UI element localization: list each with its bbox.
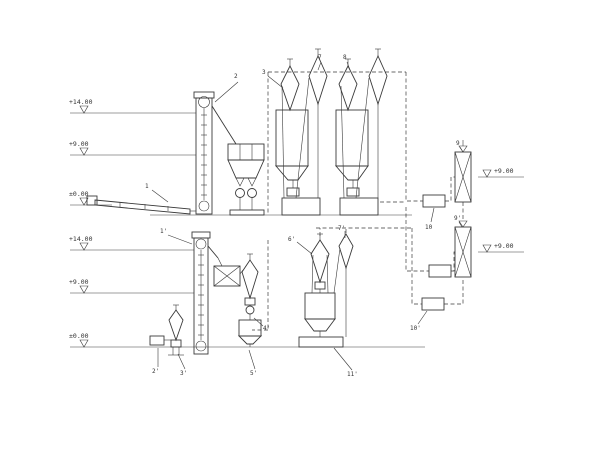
elevation-label: +9.00 — [494, 167, 514, 175]
small-cyclone-unit — [149, 304, 184, 356]
label-text: 1 — [145, 183, 149, 190]
elevation-marker: +9.00 — [482, 242, 514, 253]
equipment-label-7: 7 — [317, 54, 322, 71]
sifter-machine — [227, 143, 265, 216]
label-text: 10 — [425, 224, 433, 231]
label-text: 2 — [234, 73, 238, 80]
equipment-label-6p: 6' — [288, 236, 313, 255]
label-text: 2' — [152, 368, 159, 375]
fan-lower — [421, 297, 445, 311]
label-text: 7 — [318, 54, 322, 61]
label-text: 11' — [347, 371, 358, 378]
elevation-marker: +9.00 — [69, 278, 89, 294]
elevation-marker: +9.00 — [482, 167, 514, 178]
elevation-marker: ±0.00 — [69, 332, 89, 348]
equipment-label-7p: 7' — [338, 225, 346, 238]
equipment-label-1p: 1' — [160, 228, 193, 245]
elevation-label: ±0.00 — [69, 332, 89, 340]
intake-conveyor — [86, 195, 196, 215]
surge-bin — [237, 319, 263, 347]
cyclone-small — [239, 253, 259, 320]
label-text: 6' — [288, 236, 295, 243]
mixing-tank — [304, 254, 336, 337]
elevation-label: +14.00 — [69, 98, 93, 106]
elevation-marker: +14.00 — [69, 98, 93, 114]
sieve-box — [213, 257, 241, 287]
equipment-label-1: 1 — [145, 183, 169, 203]
label-text: 10' — [410, 325, 421, 332]
label-text: 5' — [250, 370, 257, 377]
cyclone-mid-left — [310, 233, 330, 293]
equipment-label-8: 8 — [343, 54, 351, 71]
packer-machine — [298, 336, 344, 348]
label-text: 4' — [263, 325, 270, 332]
equipment-label-4p: 4' — [253, 317, 270, 332]
label-text: 7' — [338, 225, 345, 232]
fan-upper — [422, 194, 446, 208]
equipment-label-10p: 10' — [410, 310, 428, 332]
separator-upper — [454, 140, 472, 221]
cyclone-mid-right — [333, 233, 354, 337]
elevation-label: +9.00 — [69, 140, 89, 148]
equipment-label-3: 3 — [262, 69, 284, 89]
elevation-marker: +14.00 — [69, 235, 93, 251]
equipment-label-11p: 11' — [333, 347, 358, 378]
vessel-left — [275, 77, 321, 216]
aspiration-ducts — [252, 71, 464, 331]
label-text: 8 — [343, 54, 347, 61]
equipment-label-5p: 5' — [248, 349, 257, 377]
fan-middle — [428, 264, 452, 278]
bucket-elevator-secondary — [191, 231, 219, 355]
label-text: 3' — [180, 370, 187, 377]
equipment-label-2p: 2' — [152, 348, 159, 375]
bucket-elevator-main — [193, 91, 237, 215]
cyclone-bank-top — [280, 48, 388, 198]
vessel-right — [335, 77, 379, 216]
equipment-label-2: 2 — [214, 73, 239, 103]
elevation-marker: ±0.00 — [69, 190, 89, 206]
elevation-label: +9.00 — [69, 278, 89, 286]
separator-lower — [454, 220, 472, 278]
elevation-marker: +9.00 — [69, 140, 89, 156]
elevation-label: +14.00 — [69, 235, 93, 243]
label-text: 3 — [262, 69, 266, 76]
equipment-label-9: 9 — [456, 140, 464, 153]
label-text: 1' — [160, 228, 167, 235]
equipment-label-10: 10 — [425, 207, 435, 231]
equipment-label-9p: 9' — [454, 215, 463, 228]
label-text: 9' — [454, 215, 461, 222]
elevation-label: +9.00 — [494, 242, 514, 250]
elevation-label: ±0.00 — [69, 190, 89, 198]
equipment-label-3p: 3' — [177, 353, 187, 377]
label-text: 9 — [456, 140, 460, 147]
